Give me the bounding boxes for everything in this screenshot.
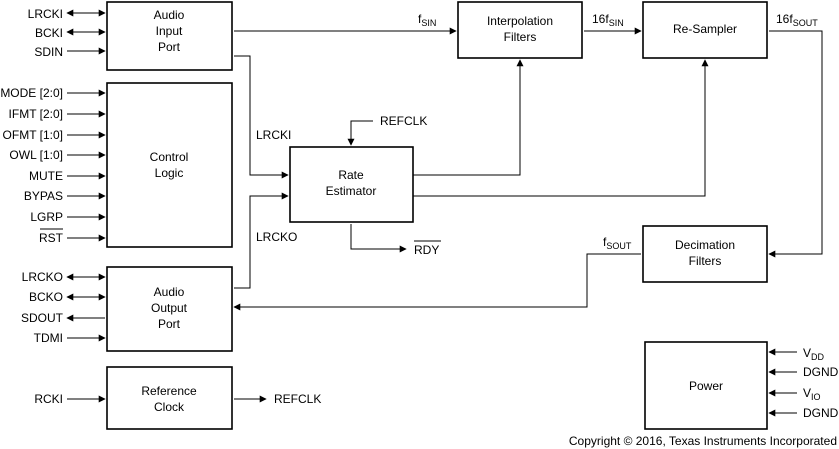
refclk-to-estimator — [347, 120, 373, 146]
pin-label-mode: MODE [2:0] — [0, 86, 63, 100]
pin-label-tdmi: TDMI — [34, 331, 63, 345]
rdy-path — [350, 224, 407, 253]
pin-label-sdout: SDOUT — [21, 311, 64, 325]
power-line-1: Power — [689, 379, 723, 393]
pin-label-bcki: BCKI — [35, 26, 63, 40]
fsout-label: fSOUT — [603, 235, 632, 251]
reference-clock-block: Reference Clock — [106, 366, 233, 430]
pin-label-rst: RST — [39, 231, 64, 245]
control-logic-line-1: Control — [150, 150, 189, 164]
fsin16-label: 16fSIN — [592, 12, 624, 28]
audio-output-port-block: Audio Output Port — [106, 266, 233, 352]
pin-label-lrcki: LRCKI — [28, 7, 63, 21]
rdy-label: RDY — [414, 243, 439, 257]
output-pins: LRCKO BCKO SDOUT TDMI — [21, 270, 106, 345]
lrcko-to-estimator — [234, 192, 289, 289]
lrcki-signal-label: LRCKI — [256, 128, 291, 142]
input-pins: LRCKI BCKI SDIN — [28, 7, 106, 59]
pin-label-mute: MUTE — [29, 169, 63, 183]
interpolation-filters-line-1: Interpolation — [487, 14, 553, 28]
rate-estimator-block: Rate Estimator — [289, 146, 414, 223]
decimation-filters-line-1: Decimation — [675, 238, 735, 252]
decimation-filters-block: Decimation Filters — [642, 225, 768, 283]
power-pin-label-vdd: VDD — [803, 346, 825, 362]
refclk-top-label: REFCLK — [380, 114, 427, 128]
power-pin-label-vio: VIO — [803, 386, 821, 402]
pin-label-lrcko: LRCKO — [22, 270, 63, 284]
estimator-to-interpolation — [413, 59, 524, 176]
audio-input-port-line-3: Port — [158, 40, 181, 54]
pin-label-ifmt: IFMT [2:0] — [9, 107, 63, 121]
interpolation-filters-line-2: Filters — [504, 30, 537, 44]
rate-estimator-line-1: Rate — [338, 168, 364, 182]
signal-paths: fSIN 16fSIN 16fSOUT fSOUT LRCKI LRCKO RE… — [233, 12, 823, 311]
control-logic-line-2: Logic — [155, 166, 184, 180]
fsout16-label: 16fSOUT — [776, 12, 818, 28]
interpolation-filters-block: Interpolation Filters — [457, 1, 583, 59]
power-pins: VDD DGND VIO DGND — [768, 346, 839, 420]
re-sampler-block: Re-Sampler — [642, 1, 768, 59]
fsout16-path — [768, 30, 823, 258]
fsout-path — [233, 253, 641, 311]
power-block: Power — [644, 341, 768, 430]
pin-label-owl: OWL [1:0] — [9, 148, 63, 162]
rate-estimator-line-2: Estimator — [326, 184, 377, 198]
control-logic-block: Control Logic — [106, 82, 233, 248]
pin-label-bcko: BCKO — [29, 290, 63, 304]
audio-input-port-line-1: Audio — [154, 8, 185, 22]
reference-clock-line-2: Clock — [154, 400, 185, 414]
pin-label-bypas: BYPAS — [24, 189, 63, 203]
copyright-notice: Copyright © 2016, Texas Instruments Inco… — [569, 434, 837, 448]
pin-label-sdin: SDIN — [34, 45, 63, 59]
control-pins: MODE [2:0] IFMT [2:0] OFMT [1:0] OWL [1:… — [0, 86, 106, 245]
pin-label-lgrp: LGRP — [30, 210, 63, 224]
lrcki-to-estimator — [234, 55, 289, 179]
audio-output-port-line-2: Output — [151, 301, 188, 315]
power-pin-label-dgnd-1: DGND — [803, 365, 839, 379]
lrcko-signal-label: LRCKO — [256, 230, 297, 244]
decimation-filters-line-2: Filters — [689, 254, 722, 268]
power-pin-label-dgnd-2: DGND — [803, 406, 839, 420]
audio-input-port-line-2: Input — [156, 24, 183, 38]
estimator-to-resampler — [413, 59, 709, 197]
audio-input-port-block: Audio Input Port — [106, 1, 233, 71]
pin-label-ofmt: OFMT [1:0] — [3, 128, 63, 142]
refclk-out-label: REFCLK — [274, 392, 321, 406]
audio-output-port-line-3: Port — [158, 317, 181, 331]
re-sampler-line-1: Re-Sampler — [673, 22, 737, 36]
reference-clock-line-1: Reference — [141, 384, 197, 398]
pin-label-rcki: RCKI — [34, 392, 63, 406]
refclk-pins: RCKI REFCLK — [34, 392, 321, 406]
fsin-label: fSIN — [418, 12, 436, 28]
audio-output-port-line-1: Audio — [154, 285, 185, 299]
